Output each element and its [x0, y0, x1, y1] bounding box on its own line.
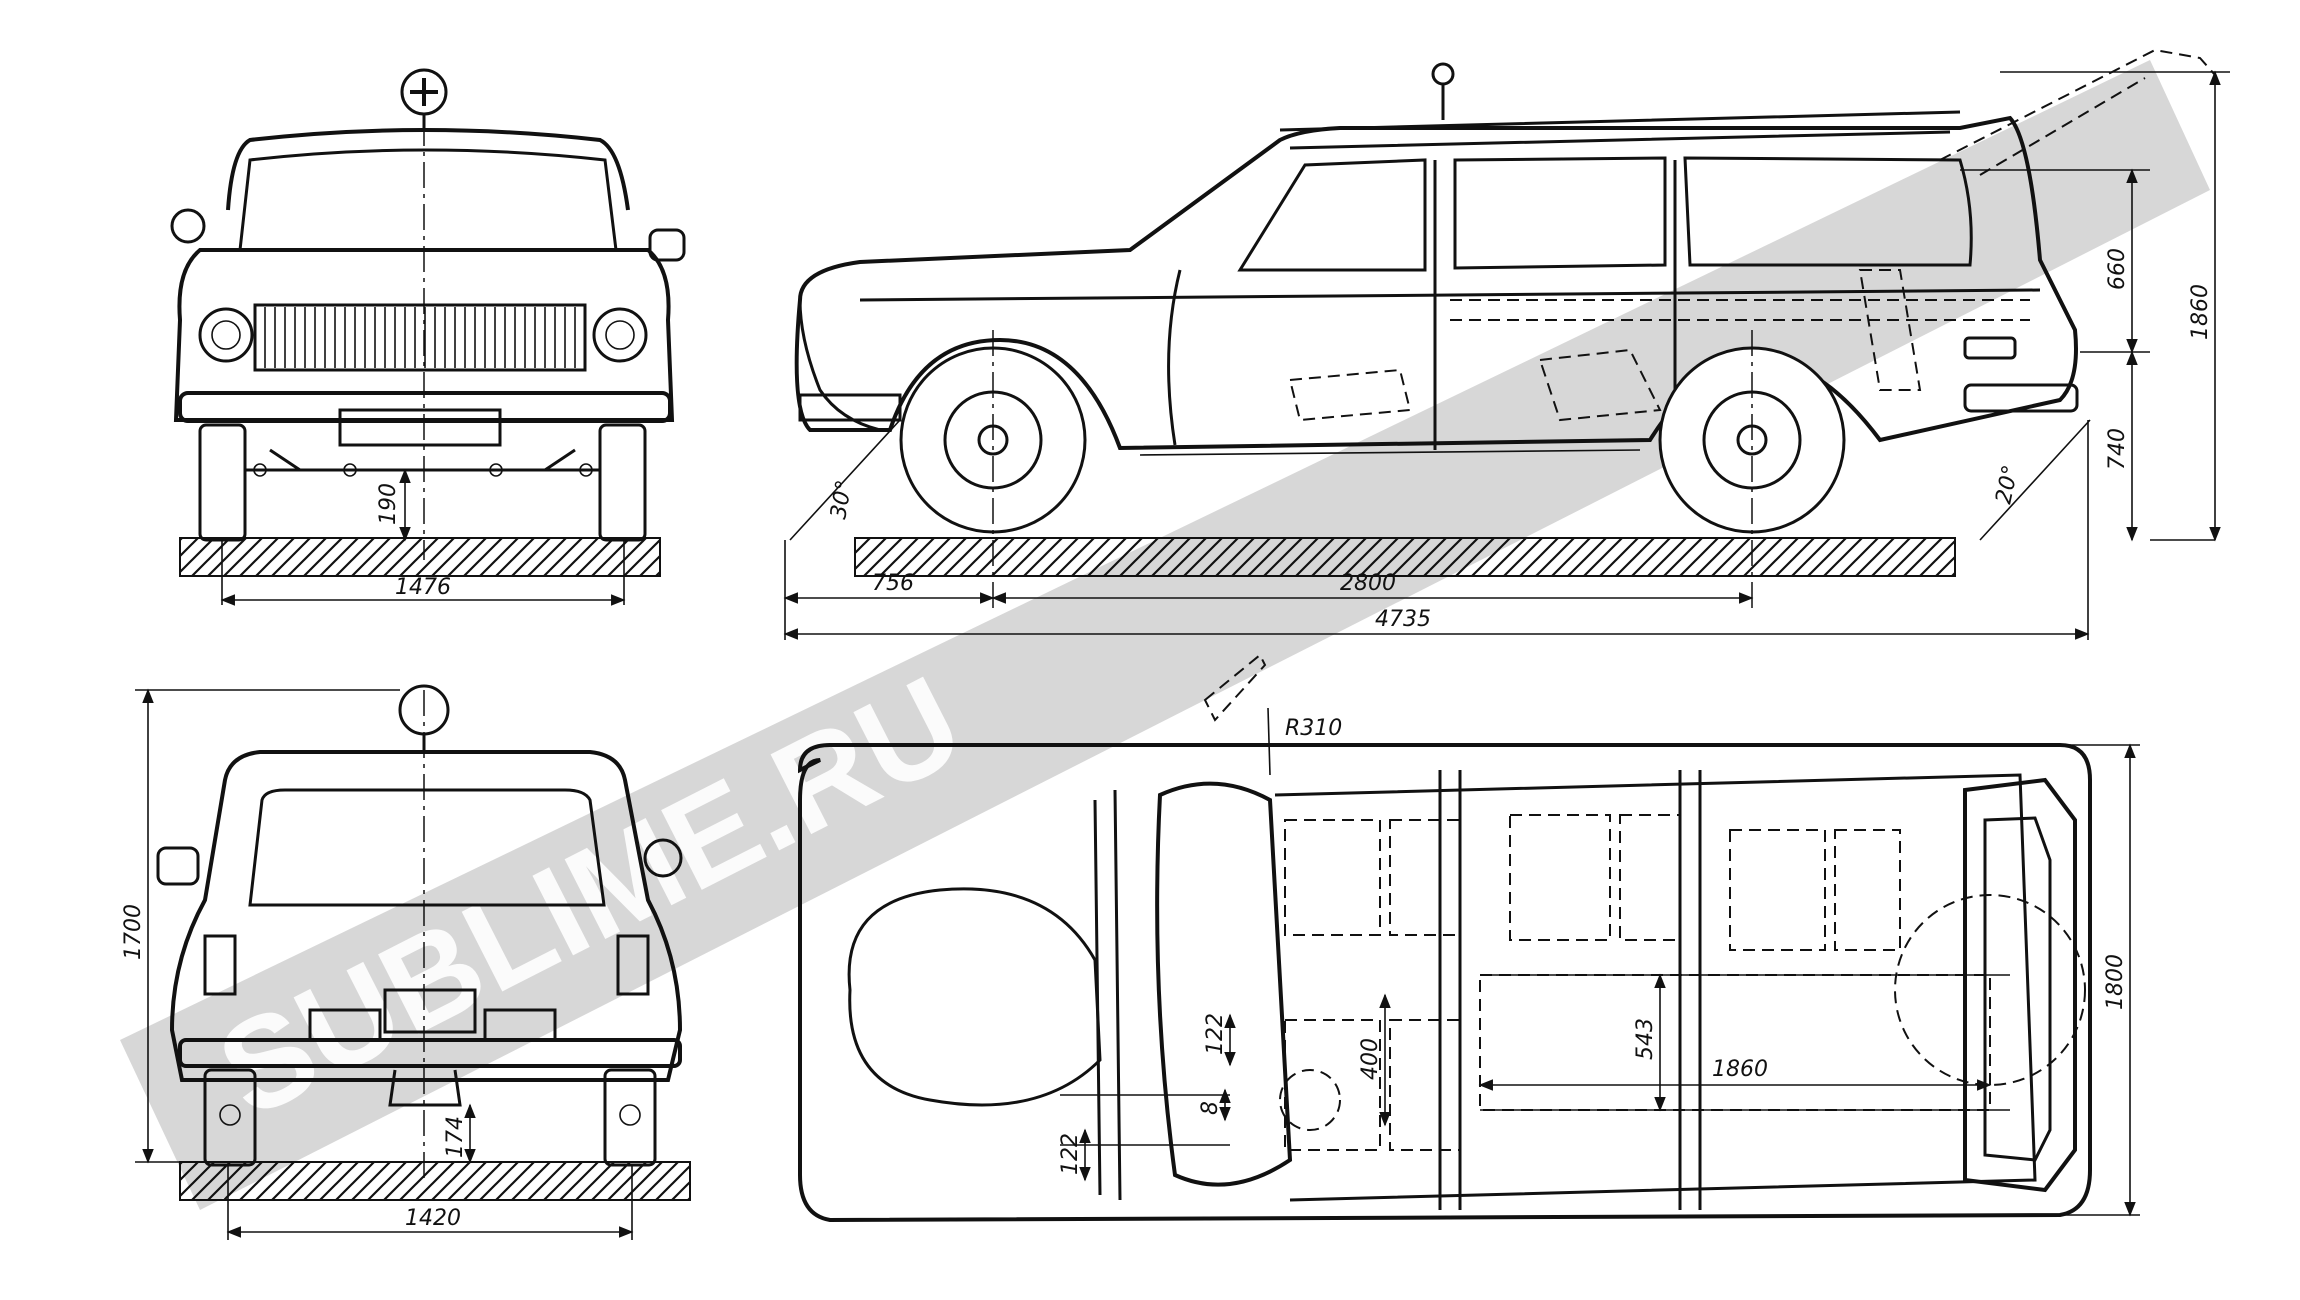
overall-length-label: 4735 — [1375, 607, 1431, 632]
approach-angle-label: 30° — [826, 478, 857, 521]
watermark-text: SUBLIME.RU — [196, 648, 983, 1145]
front-overhang-label: 756 — [872, 571, 914, 596]
front-view: 190 1476 — [170, 68, 686, 606]
radius-label: R310 — [1285, 716, 1342, 741]
side-view: 30° 20° 756 2800 4735 660 740 1860 — [783, 48, 2230, 640]
rear-height-label: 1700 — [121, 904, 146, 960]
watermark: SUBLIME.RU — [120, 60, 2210, 1210]
rear-view: 1700 174 1420 — [121, 684, 691, 1240]
small-dim-c-label: 122 — [1058, 1133, 1083, 1175]
rear-clearance-label: 174 — [443, 1116, 468, 1158]
rear-track-label: 1420 — [405, 1206, 461, 1231]
cargo-width-label: 543 — [1633, 1018, 1658, 1060]
overall-width-label: 1800 — [2103, 954, 2128, 1010]
ground-clearance-label: 190 — [376, 483, 401, 525]
cargo-length-label: 1860 — [1712, 1057, 1768, 1082]
seat-width-label: 400 — [1358, 1038, 1383, 1080]
departure-angle-label: 20° — [1991, 463, 2024, 506]
wheelbase-label: 2800 — [1340, 571, 1396, 596]
lower-height-label: 740 — [2105, 428, 2130, 470]
upper-height-label: 660 — [2105, 248, 2130, 290]
top-view: R310 1800 1860 543 400 122 8 122 — [797, 653, 2140, 1223]
overall-height-label: 1860 — [2188, 284, 2213, 340]
track-width-label: 1476 — [395, 575, 451, 600]
small-dim-b-label: 8 — [1198, 1101, 1223, 1115]
small-dim-a-label: 122 — [1203, 1013, 1228, 1055]
